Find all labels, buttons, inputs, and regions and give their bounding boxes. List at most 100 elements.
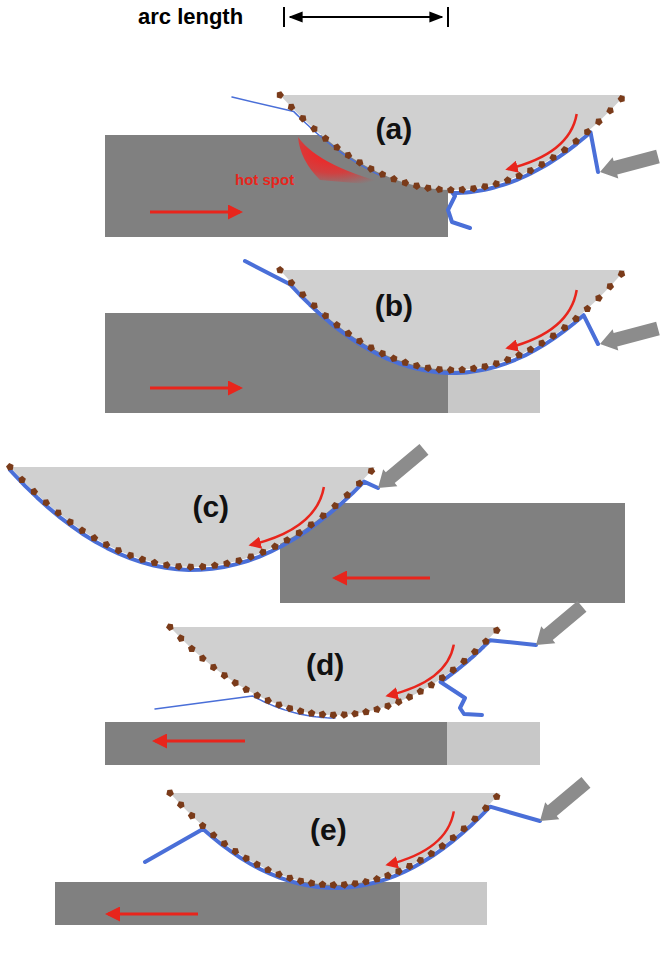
abrasive-grain (450, 666, 458, 674)
coolant-nozzle (529, 598, 589, 653)
abrasive-grain (253, 861, 261, 869)
abrasive-grain (362, 878, 369, 886)
abrasive-grain (151, 559, 159, 566)
abrasive-grain (428, 681, 436, 688)
abrasive-grain (166, 623, 174, 631)
coolant-flow (145, 807, 540, 888)
panel-label: (d) (306, 648, 344, 682)
grinding-wheel: (b) (280, 270, 625, 370)
abrasive-grain (139, 556, 147, 564)
abrasive-grain (286, 875, 294, 882)
abrasive-grain (561, 324, 569, 332)
panel-label: (a) (376, 112, 413, 146)
abrasive-grain (283, 536, 291, 543)
abrasive-grain (471, 648, 478, 656)
abrasive-grain (493, 627, 501, 635)
abrasive-grain (232, 848, 240, 855)
abrasive-grain (356, 337, 364, 345)
abrasive-grain (333, 321, 341, 328)
abrasive-grain (177, 801, 185, 809)
abrasive-grain (345, 152, 353, 160)
abrasive-grain (447, 186, 455, 193)
abrasive-grain (406, 693, 413, 701)
grinding-wheel: (a) (280, 95, 625, 190)
abrasive-grain (343, 491, 351, 498)
abrasive-grain (460, 658, 468, 666)
abrasive-grain (584, 128, 591, 136)
abrasive-grain (115, 547, 123, 554)
abrasive-grain (210, 664, 218, 672)
abrasive-grain (470, 365, 477, 373)
panel-label: (c) (192, 490, 229, 524)
abrasive-grain (265, 697, 272, 705)
abrasive-grain (199, 563, 206, 571)
abrasive-grain (78, 527, 86, 534)
abrasive-grain (341, 881, 349, 889)
abrasive-grain (175, 563, 183, 570)
abrasive-grain (516, 172, 524, 180)
abrasive-grain (424, 365, 432, 372)
wheel-shape (280, 270, 625, 370)
abrasive-grain (482, 804, 489, 812)
abrasive-grain (572, 137, 580, 144)
abrasive-grain (424, 185, 432, 193)
abrasive-grain (527, 346, 535, 354)
abrasive-grain (308, 879, 315, 887)
abrasive-grain (584, 305, 592, 312)
abrasive-grain (277, 91, 284, 99)
abrasive-grain (384, 702, 391, 710)
abrasive-grain (310, 302, 318, 309)
abrasive-grain (288, 104, 296, 111)
abrasive-grain (607, 283, 615, 291)
abrasive-grain (177, 634, 184, 642)
abrasive-grain (127, 552, 134, 560)
abrasive-grain (384, 872, 392, 880)
abrasive-grain (351, 710, 358, 718)
grinding-wheel: (c) (10, 467, 375, 567)
abrasive-grain (417, 857, 424, 865)
abrasive-grain (299, 115, 307, 123)
abrasive-grain (187, 564, 195, 572)
coolant-flow (10, 470, 378, 570)
abrasive-grain (504, 356, 511, 364)
abrasive-grain (31, 488, 38, 496)
abrasive-grain (308, 709, 316, 716)
abrasive-grain (299, 291, 307, 298)
abrasive-grain (221, 672, 229, 679)
abrasive-grain (242, 686, 250, 694)
abrasive-grain (345, 330, 353, 338)
abrasive-grain (103, 541, 110, 549)
abrasive-grain (395, 868, 402, 876)
rotation-arrow (508, 114, 577, 169)
abrasive-grain (595, 118, 603, 126)
grinding-wheel: (e) (170, 793, 500, 885)
dimension-label: arc length (138, 4, 243, 30)
rotation-arrow (508, 290, 577, 348)
abrasive-grain (470, 185, 478, 193)
abrasive-grain (492, 180, 499, 188)
coolant-nozzle (371, 441, 431, 496)
coolant-flow (245, 261, 598, 373)
abrasive-grain (319, 711, 326, 719)
abrasive-grain (471, 815, 479, 822)
abrasive-grain (395, 699, 403, 706)
abrasive-grain (264, 866, 272, 873)
abrasive-grain (322, 135, 330, 142)
abrasive-grain (340, 711, 348, 718)
coolant-nozzle (533, 774, 593, 829)
grinding-wheel: (d) (170, 627, 500, 715)
abrasive-grain (288, 279, 295, 287)
abrasive-grain (482, 638, 490, 645)
abrasive-grain (493, 360, 501, 367)
region-label: hot spot (235, 171, 294, 188)
abrasive-grain (379, 350, 386, 358)
abrasive-grain (18, 476, 26, 483)
abrasive-grain (459, 186, 466, 194)
abrasive-grain (247, 554, 255, 561)
abrasive-grain (221, 840, 229, 848)
abrasive-grain (54, 509, 62, 516)
abrasive-grain (481, 183, 489, 190)
abrasive-grain (373, 705, 381, 713)
abrasive-grain (275, 702, 283, 709)
abrasive-grain (439, 674, 446, 682)
